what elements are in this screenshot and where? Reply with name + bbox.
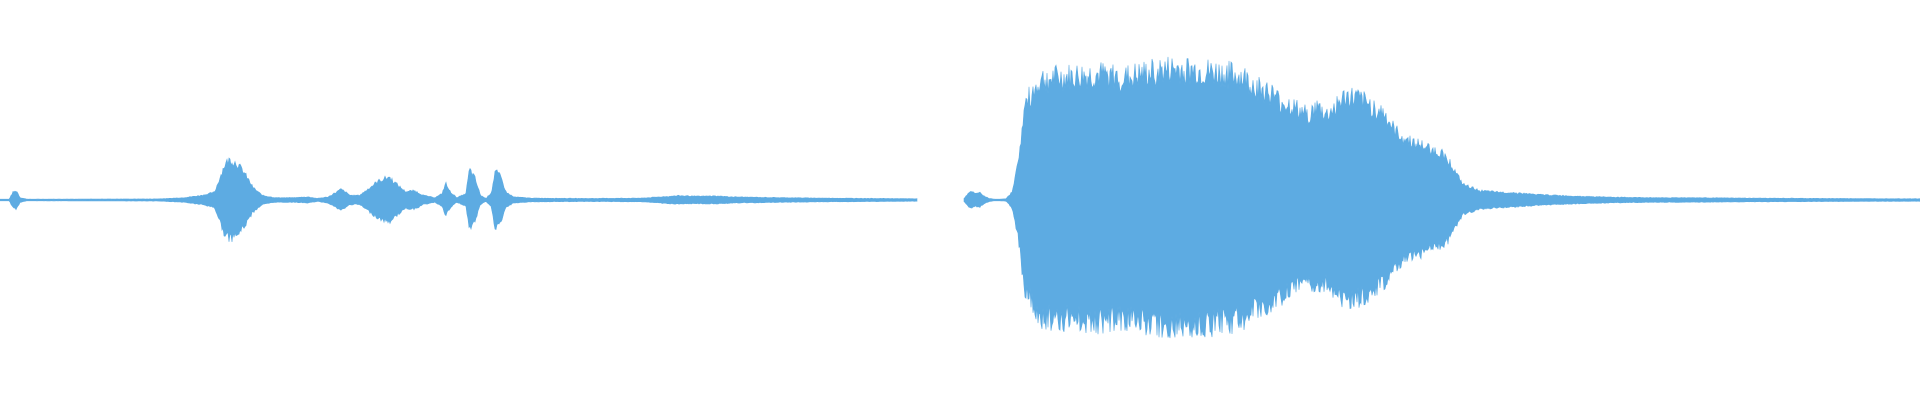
waveform-clip-1[interactable] bbox=[0, 157, 918, 243]
waveform-clip-2[interactable] bbox=[963, 56, 1920, 339]
